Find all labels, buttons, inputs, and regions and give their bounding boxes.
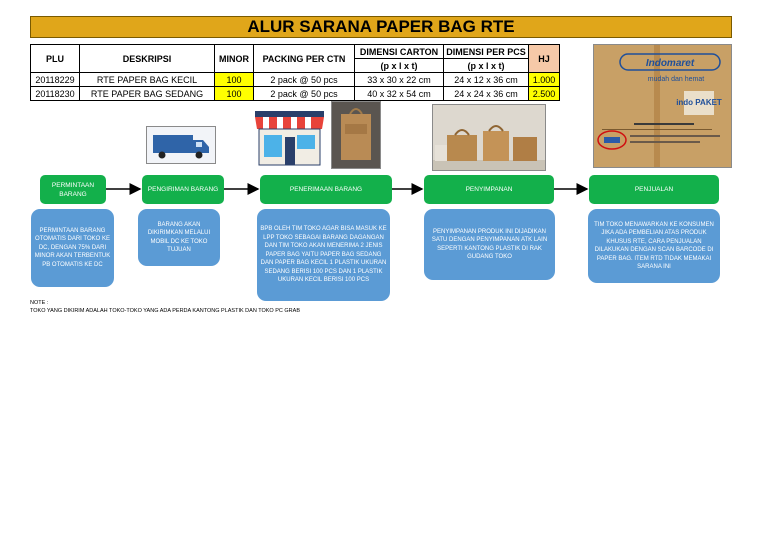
paper-bag-illustration: Indomaret mudah dan hemat indo PAKET	[594, 45, 731, 167]
cell-hj: 2.500	[528, 86, 560, 101]
bag-brand: Indomaret	[646, 58, 695, 69]
desc-pengiriman-barang: BARANG AKAN DIKIRIMKAN MELALUI MOBIL DC …	[138, 209, 220, 266]
step-penyimpanan: PENYIMPANAN	[424, 175, 554, 204]
desc-penerimaan-barang: BPB OLEH TIM TOKO AGAR BISA MASUK KE LPP…	[257, 209, 390, 301]
store-icon	[255, 111, 324, 166]
paper-bag-photo-small	[331, 101, 381, 169]
bag-icon	[332, 102, 380, 168]
table-header-row: PLU DESKRIPSI MINOR PACKING PER CTN DIME…	[30, 44, 560, 73]
note: NOTE : TOKO YANG DIKIRIM ADALAH TOKO-TOK…	[30, 299, 300, 315]
bag-tagline: mudah dan hemat	[648, 76, 704, 83]
page-title: ALUR SARANA PAPER BAG RTE	[30, 16, 732, 38]
desc-penyimpanan: PENYIMPANAN PRODUK INI DIJADIKAN SATU DE…	[424, 209, 555, 280]
cell-minor: 100	[214, 86, 254, 101]
desc-penjualan: TIM TOKO MENAWARKAN KE KONSUMEN JIKA ADA…	[588, 209, 720, 283]
desc-permintaan-barang: PERMINTAAN BARANG OTOMATIS DARI TOKO KE …	[31, 209, 114, 287]
step-permintaan-barang: PERMINTAAN BARANG	[40, 175, 106, 204]
product-table: PLU DESKRIPSI MINOR PACKING PER CTN DIME…	[30, 44, 560, 101]
header-hj: HJ	[528, 44, 560, 73]
table-row: 20118230 RTE PAPER BAG SEDANG 100 2 pack…	[30, 86, 560, 101]
bag-sub-brand: indo PAKET	[676, 98, 722, 107]
storage-shelf-icon	[433, 105, 545, 170]
cell-hj: 1.000	[528, 72, 560, 87]
storage-photo	[432, 104, 546, 171]
header-packing: PACKING PER CTN	[253, 44, 355, 73]
truck-photo	[146, 126, 216, 164]
cell-packing: 2 pack @ 50 pcs	[253, 86, 355, 101]
note-text: TOKO YANG DIKIRIM ADALAH TOKO-TOKO YANG …	[30, 308, 300, 314]
step-penjualan: PENJUALAN	[589, 175, 719, 204]
cell-plu: 20118230	[30, 86, 80, 101]
step-pengiriman-barang: PENGIRIMAN BARANG	[142, 175, 224, 204]
truck-icon	[153, 135, 209, 159]
note-label: NOTE :	[30, 300, 49, 306]
store-illustration	[251, 107, 328, 169]
paper-bag-photo: Indomaret mudah dan hemat indo PAKET	[593, 44, 732, 168]
table-subheader-row: (p x l x t) (p x l x t)	[31, 58, 560, 73]
step-penerimaan-barang: PENERIMAAN BARANG	[260, 175, 392, 204]
